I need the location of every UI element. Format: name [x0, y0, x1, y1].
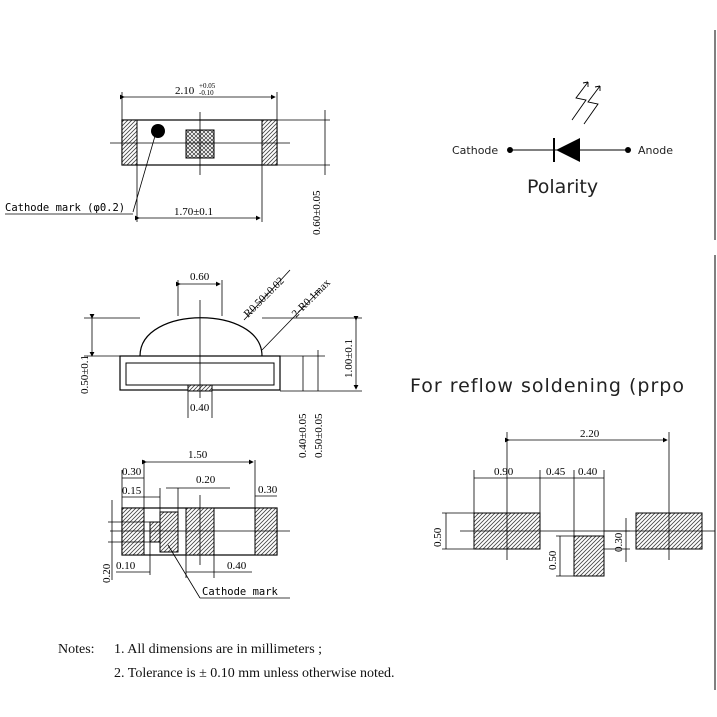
side-view: 0.60 R0.50±0.02 2-R0.1max 0.50±0.1 1.00±…	[79, 269, 362, 458]
height-label: 0.60±0.05	[311, 190, 323, 235]
bottom-right-pad	[254, 507, 278, 556]
top-right-pad	[261, 119, 278, 166]
reflow-overall-label: 2.20	[580, 428, 600, 440]
pad-width-label: 0.40	[190, 402, 210, 414]
note-line-2: 2. Tolerance is ± 0.10 mm unless otherwi…	[114, 666, 395, 681]
bottom-cathode-mark-label: Cathode mark	[202, 586, 279, 598]
notes-label: Notes:	[58, 642, 95, 657]
top-left-pad	[121, 119, 138, 166]
corner-leader	[261, 289, 321, 351]
reflow-gap-v-label: 0.30	[613, 532, 625, 552]
d020-top-label: 0.20	[196, 474, 216, 486]
note-line-1: 1. All dimensions are in millimeters ;	[114, 642, 323, 657]
d020-left-label: 0.20	[101, 563, 113, 583]
bottom-view: 1.50 0.30 0.15 0.20 0.30 0.20 0.10 0.40 …	[101, 449, 290, 599]
reflow-center-h-label: 0.50	[547, 550, 559, 570]
overall-label: 1.50	[188, 449, 208, 461]
anode-terminal	[625, 147, 631, 153]
reflow-title: For reflow soldening (prpo	[410, 375, 685, 397]
body-height-label: 0.50±0.1	[79, 355, 91, 394]
width-label: 2.10	[175, 85, 195, 97]
reflow-pattern: For reflow soldening (prpo 2.20 0.90 0.4…	[410, 375, 715, 577]
radius-leader	[243, 269, 291, 321]
cathode-leader	[132, 135, 156, 213]
dome-lens	[139, 317, 263, 357]
cathode-mark-dot	[151, 124, 165, 138]
d015-label: 0.15	[122, 485, 142, 497]
d030-left-label: 0.30	[122, 466, 142, 478]
light-arrow-2	[583, 85, 601, 125]
cathode-terminal	[507, 147, 513, 153]
width-tol-minus: -0.10	[199, 89, 214, 97]
pad-height-b-label: 0.50±0.05	[313, 413, 325, 458]
cathode-label: Cathode	[452, 144, 498, 157]
top-view: 2.10 +0.05 -0.10 1.70±0.1 0.60±0.05 Cath…	[5, 82, 330, 235]
inner-width-label: 1.70±0.1	[174, 206, 213, 218]
polarity-title: Polarity	[527, 176, 598, 198]
width-tol-plus: +0.05	[199, 82, 216, 90]
reflow-pad-h-label: 0.50	[432, 527, 444, 547]
d030-right-label: 0.30	[258, 484, 278, 496]
reflow-gap-label: 0.45	[546, 466, 566, 478]
reflow-center-pad	[573, 535, 605, 577]
bottom-cathode-tab	[149, 521, 161, 543]
bottom-left-pad	[121, 507, 145, 556]
dome-radius-label: R0.50±0.02	[242, 275, 287, 320]
cathode-mark-label: Cathode mark (φ0.2)	[5, 202, 125, 214]
polarity-symbol: Cathode Anode Polarity	[452, 81, 673, 198]
total-height-label: 1.00±0.1	[343, 339, 355, 378]
pad-height-a-label: 0.40±0.05	[297, 413, 309, 458]
reflow-pad-w-label: 0.90	[494, 466, 514, 478]
reflow-center-w-label: 0.40	[578, 466, 598, 478]
corner-radius-label: 2-R0.1max	[290, 277, 334, 321]
light-arrow-1	[571, 81, 589, 121]
anode-label: Anode	[638, 144, 673, 157]
d010-label: 0.10	[116, 560, 136, 572]
dome-width-label: 0.60	[190, 271, 210, 283]
d040-label: 0.40	[227, 560, 247, 572]
diode-triangle	[556, 138, 580, 162]
